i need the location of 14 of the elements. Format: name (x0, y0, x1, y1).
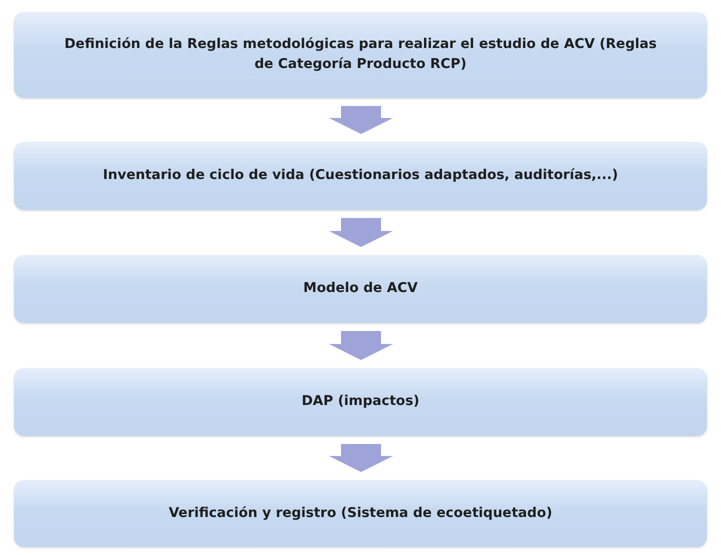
process-box (14, 255, 707, 323)
block-arrow (329, 218, 393, 247)
process-box (14, 142, 707, 210)
box-text: DAP (impactos) (302, 392, 420, 412)
block-arrow (329, 331, 393, 360)
process-box (14, 12, 707, 98)
box-text: Definición de la Reglas metodológicas para realizar el estudio de ACV (Reglas de Categoría Producto RCP) (63, 35, 658, 74)
box-text: Inventario de ciclo de vida (Cuestionarios adaptados, auditorías,...) (102, 166, 618, 186)
block-arrow (329, 444, 393, 472)
process-box (14, 368, 707, 436)
process-box (14, 480, 707, 547)
box-text: Modelo de ACV (303, 279, 418, 298)
block-arrow (329, 106, 393, 134)
box-text: Verificación y registro (Sistema de ecoetiquetado) (168, 504, 552, 523)
